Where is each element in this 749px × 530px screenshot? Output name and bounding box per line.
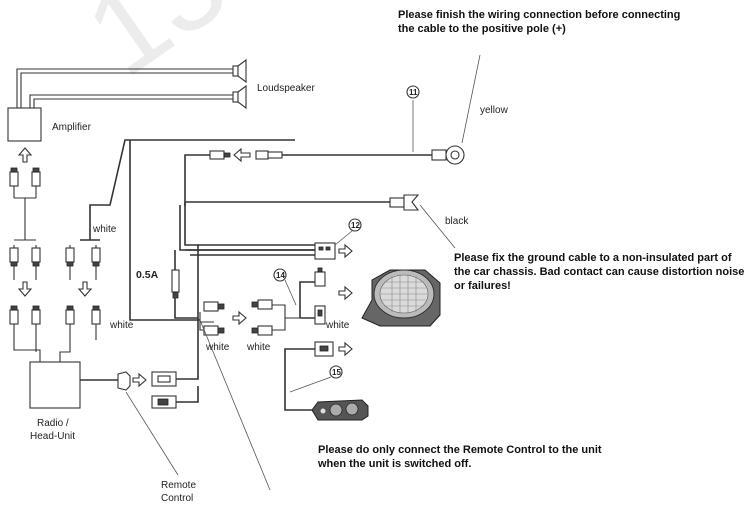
rca-connector-pair [9,239,41,280]
plug-connector-icon [151,395,177,409]
rca-connector-pair [59,305,101,362]
callout-14: 14 [276,271,285,280]
plug-connector-icon [151,371,177,387]
rca-adapter-pair [199,301,225,336]
rca-connector-pair [65,245,101,280]
loudspeaker-label: Loudspeaker [257,83,315,94]
arrow-right-icon [338,243,353,259]
plug-connector-icon [314,341,334,357]
ground-note: Please fix the ground cable to a non-ins… [454,252,745,292]
white-label-2: white [109,320,134,331]
radio-head-unit-box [29,361,81,409]
remote-note: Please do only connect the Remote Contro… [318,444,602,470]
spade-terminal-icon [389,194,420,211]
white-label-1: white [92,224,117,235]
rca-adapter-pair [251,299,300,336]
fuse-icon [171,269,180,299]
callout-11-marker [406,85,420,99]
remote-plug-icon [117,371,131,391]
rca-connector-pair [9,167,41,240]
rca-socket-icon [314,267,326,287]
white-label-5: white [325,320,350,331]
loudspeaker-icon [232,58,247,110]
callout-12: 12 [351,221,360,230]
arrow-right-icon [232,310,247,326]
arrow-up-icon [17,147,33,163]
amplifier-label: Amplifier [52,122,92,133]
white-label-4: white [246,342,271,353]
remote-label-line1: Remote [161,480,196,491]
connector-icon [209,150,231,160]
remote-control-icon [311,399,369,421]
arrow-down-icon [77,281,93,297]
black-label: black [445,216,469,227]
radio-label-line2: Head-Unit [30,431,75,442]
remote-label-line2: Control [161,493,193,504]
rca-socket-icon [314,305,326,325]
ring-terminal-icon [431,145,465,165]
arrow-left-icon [233,147,251,163]
yellow-label: yellow [480,105,509,116]
white-label-3: white [205,342,230,353]
arrow-right-icon [338,341,353,357]
callout-11: 11 [409,88,418,97]
callout-14-marker [273,268,287,282]
radio-label-line1: Radio / [37,418,69,429]
wiring-note: Please finish the wiring connection befo… [398,9,681,35]
rca-connector-pair [9,305,41,362]
subwoofer-icon [361,269,441,327]
arrow-right-icon [132,372,147,388]
arrow-right-icon [338,285,353,301]
callout-15-marker [329,365,343,379]
connector-icon [255,150,283,160]
amplifier-box [7,107,42,142]
fuse-label: 0.5A [136,269,159,281]
main-plug-connector-icon [314,242,336,260]
arrow-down-icon [17,281,33,297]
callout-12-marker [348,218,362,232]
callout-15: 15 [332,368,341,377]
